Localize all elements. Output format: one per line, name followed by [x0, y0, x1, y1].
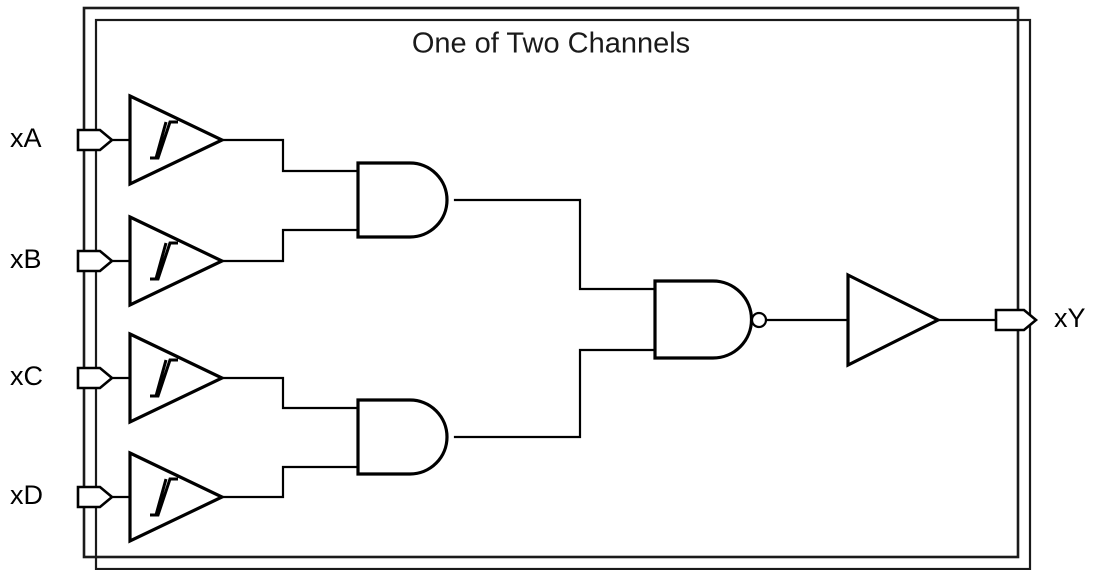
- schmitt-buffer-c[interactable]: [128, 331, 226, 425]
- wire-buffer-a-to-and-ab: [220, 138, 360, 173]
- input-port-xc[interactable]: [76, 366, 115, 390]
- output-buffer[interactable]: [846, 272, 942, 368]
- output-port-xy[interactable]: [994, 308, 1039, 332]
- input-label-xa: xA: [10, 123, 42, 153]
- hysteresis-symbol-b: [150, 241, 178, 281]
- and-gate-ab[interactable]: [356, 161, 449, 239]
- wire-buffer-d-to-and-cd: [220, 465, 360, 499]
- channel-frame-front: [82, 6, 1020, 559]
- schmitt-buffer-d[interactable]: [128, 450, 226, 544]
- schmitt-buffer-b[interactable]: [128, 214, 226, 308]
- diagram-title: One of Two Channels: [412, 28, 690, 60]
- wire-buffer-b-to-and-ab: [220, 228, 360, 263]
- output-label-xy: xY: [1054, 303, 1086, 333]
- schmitt-buffer-a[interactable]: [128, 93, 226, 187]
- input-port-xd[interactable]: [76, 485, 115, 509]
- nand-gate[interactable]: [653, 279, 754, 360]
- and-gate-cd[interactable]: [356, 398, 449, 476]
- hysteresis-symbol-c: [150, 358, 178, 398]
- input-port-xb[interactable]: [76, 249, 115, 273]
- channel-frame-back: [94, 18, 1032, 570]
- nand-inversion-bubble: [750, 311, 768, 329]
- wire-and-cd-to-nand: [453, 348, 657, 439]
- input-label-xc: xC: [10, 361, 43, 391]
- hysteresis-symbol-a: [150, 120, 178, 160]
- input-label-xb: xB: [10, 244, 42, 274]
- input-label-xd: xD: [10, 480, 43, 510]
- hysteresis-symbol-d: [150, 477, 178, 517]
- input-port-xa[interactable]: [76, 128, 115, 152]
- wire-buffer-c-to-and-cd: [220, 376, 360, 410]
- wire-and-ab-to-nand: [453, 198, 657, 291]
